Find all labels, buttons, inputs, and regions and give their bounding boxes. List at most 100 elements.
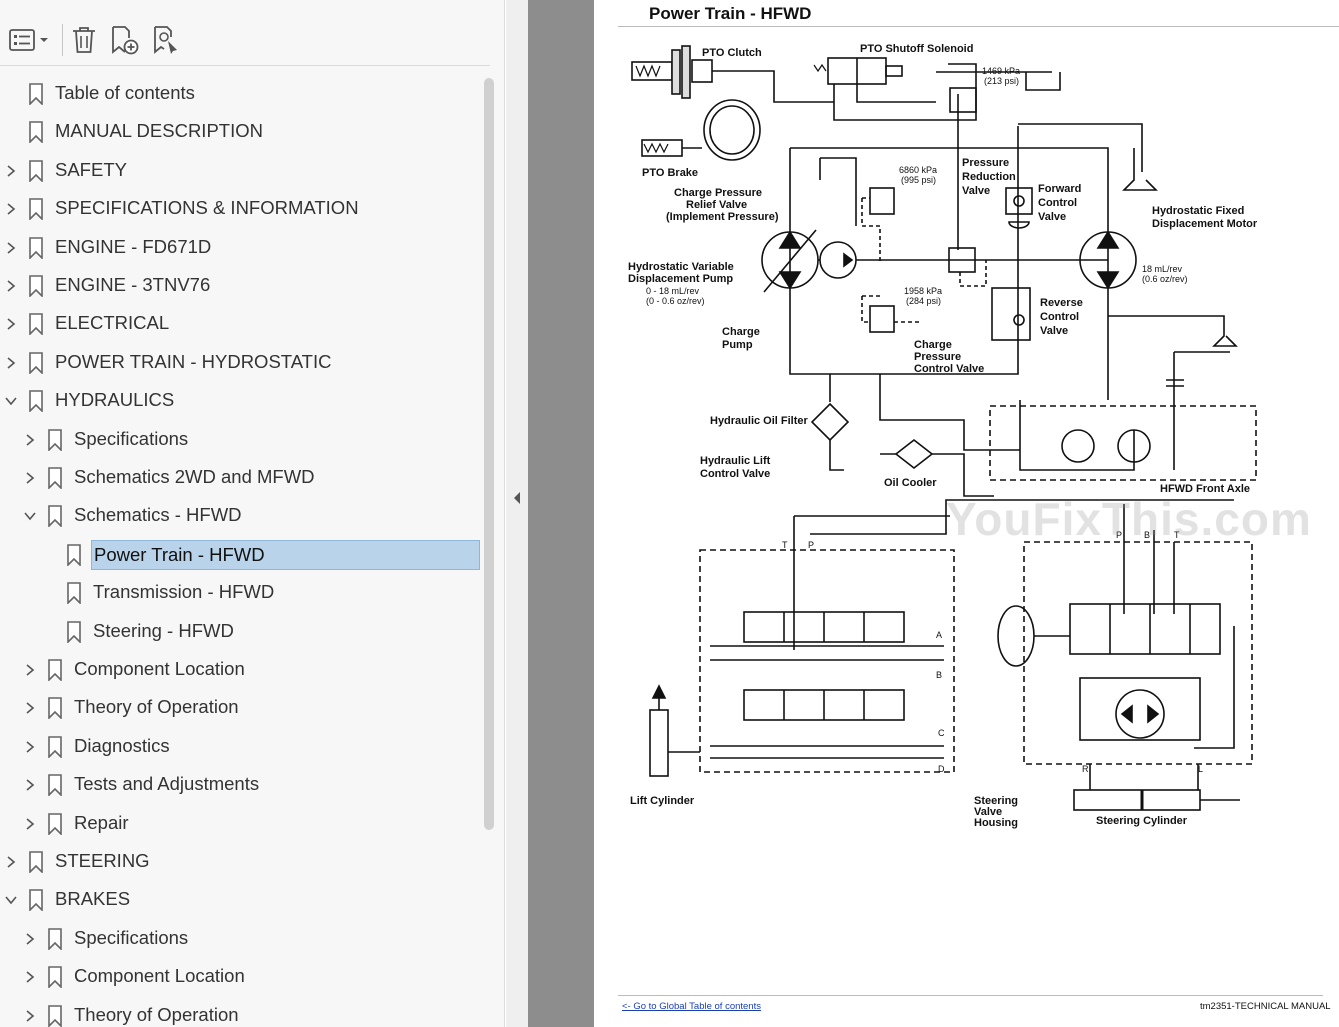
bookmark-item[interactable]: Component Location [0, 651, 482, 689]
chevron-right-icon[interactable] [4, 855, 18, 869]
bookmark-item[interactable]: Power Train - HFWD [0, 536, 482, 574]
bookmark-icon [47, 467, 63, 490]
bookmark-item[interactable]: STEERING [0, 843, 482, 881]
bookmark-icon [28, 851, 44, 874]
chevron-right-icon[interactable] [4, 317, 18, 331]
chevron-right-icon[interactable] [23, 740, 37, 754]
bookmark-item[interactable]: Transmission - HFWD [0, 574, 482, 612]
chevron-down-icon[interactable] [23, 509, 37, 523]
bookmark-label: Specifications [74, 926, 189, 948]
bookmark-item[interactable]: Specifications [0, 421, 482, 459]
bookmark-icon [28, 236, 44, 260]
chevron-down-icon[interactable] [4, 394, 18, 408]
chevron-right-icon[interactable] [23, 433, 37, 447]
chevron-right-icon[interactable] [4, 164, 18, 178]
chevron-right-icon[interactable] [23, 932, 37, 946]
label-cpcv-3: Control Valve [914, 363, 984, 375]
label-1958psi: (284 psi) [906, 296, 941, 306]
chevron-down-icon[interactable] [4, 893, 18, 907]
chevron-right-icon[interactable] [23, 471, 37, 485]
list-options-icon [9, 29, 48, 51]
bookmark-icon [28, 390, 44, 414]
bookmark-item[interactable]: ENGINE - FD671D [0, 229, 482, 267]
bookmark-item[interactable]: Repair [0, 805, 482, 843]
delete-bookmark-button[interactable] [68, 22, 100, 58]
bookmark-item[interactable]: ENGINE - 3TNV76 [0, 267, 482, 305]
bookmark-icon [28, 159, 44, 183]
bookmark-label: STEERING [55, 850, 150, 871]
steering-cylinder-symbol [1073, 789, 1201, 811]
chevron-right-icon[interactable] [4, 241, 18, 255]
find-bookmark-button[interactable] [148, 22, 184, 58]
bookmark-label: Component Location [74, 658, 245, 679]
bookmark-item[interactable]: Theory of Operation [0, 689, 482, 727]
bookmark-item[interactable]: BRAKES [0, 881, 482, 919]
bookmark-item[interactable]: SAFETY [0, 152, 482, 190]
hydraulic-schematic: PTO Clutch PTO Shutoff Solenoid 1469 kPa… [628, 43, 1258, 829]
add-bookmark-button[interactable] [106, 22, 142, 58]
chevron-right-icon[interactable] [23, 701, 37, 715]
label-reverse-2: Control [1040, 311, 1079, 323]
bookmark-item[interactable]: Schematics - HFWD [0, 497, 482, 535]
bookmark-item[interactable]: Tests and Adjustments [0, 766, 482, 804]
bookmark-item[interactable]: POWER TRAIN - HYDROSTATIC [0, 344, 482, 382]
chevron-right-icon[interactable] [23, 817, 37, 831]
pto-brake-symbol [641, 99, 761, 161]
chevron-right-icon[interactable] [23, 663, 37, 677]
sidebar-scrollbar[interactable] [484, 78, 494, 830]
bookmark-item[interactable]: ELECTRICAL [0, 305, 482, 343]
bookmark-item[interactable]: Component Location [0, 958, 482, 996]
charge-pressure-control-valve [869, 305, 895, 333]
label-1958kpa: 1958 kPa [904, 286, 942, 296]
chevron-right-icon[interactable] [23, 970, 37, 984]
bookmark-item[interactable]: Schematics 2WD and MFWD [0, 459, 482, 497]
label-lift-2: Control Valve [700, 468, 770, 480]
bookmark-item[interactable]: Theory of Operation [0, 997, 482, 1027]
trash-icon [73, 27, 95, 53]
global-toc-link[interactable]: <- Go to Global Table of contents [622, 1001, 761, 1012]
bookmark-icon [47, 659, 63, 682]
label-sv-p: P [1116, 530, 1122, 540]
label-charge-relief-2: Relief Valve [686, 199, 747, 211]
bookmark-item[interactable]: MANUAL DESCRIPTION [0, 113, 482, 151]
collapse-sidebar-button[interactable] [510, 488, 524, 508]
label-lift-cyl: Lift Cylinder [630, 795, 695, 807]
bookmark-item[interactable]: SPECIFICATIONS & INFORMATION [0, 190, 482, 228]
oil-cooler-symbol [894, 438, 934, 470]
bookmark-item[interactable]: Steering - HFWD [0, 613, 482, 651]
sidebar-top-edge [0, 0, 490, 12]
label-press-red-2: Reduction [962, 171, 1016, 183]
chevron-right-icon[interactable] [23, 1009, 37, 1023]
bookmark-icon [28, 351, 44, 375]
title-divider [618, 26, 1339, 27]
options-menu-button[interactable] [6, 22, 52, 58]
bookmark-icon [47, 505, 63, 529]
bookmark-item[interactable]: Specifications [0, 920, 482, 958]
chevron-right-icon[interactable] [4, 279, 18, 293]
bookmark-label: Transmission - HFWD [93, 581, 275, 603]
label-motor-1: Hydrostatic Fixed [1152, 205, 1244, 217]
chevron-right-icon[interactable] [23, 778, 37, 792]
bookmark-label: Schematics 2WD and MFWD [74, 466, 315, 487]
bookmark-item[interactable]: HYDRAULICS [0, 382, 482, 420]
bookmark-icon [47, 774, 63, 798]
label-lift-1: Hydraulic Lift [700, 455, 771, 467]
front-axle-box [989, 405, 1257, 481]
bookmark-item[interactable]: Diagnostics [0, 728, 482, 766]
bookmark-label: ENGINE - 3TNV76 [55, 274, 211, 295]
chevron-right-icon[interactable] [4, 356, 18, 370]
sidebar-splitter[interactable] [506, 0, 528, 1027]
label-1469psi: (213 psi) [984, 76, 1019, 86]
bookmark-label: POWER TRAIN - HYDROSTATIC [55, 350, 332, 372]
page-title: Power Train - HFWD [649, 4, 812, 23]
document-page: Power Train - HFWD PTO Clutch PTO Shutof… [594, 0, 1339, 1027]
label-steer-cyl: Steering Cylinder [1096, 815, 1188, 827]
chevron-right-icon[interactable] [4, 202, 18, 216]
forward-control-valve [1005, 187, 1033, 215]
bookmark-label: ELECTRICAL [55, 312, 170, 334]
bookmark-icon [28, 275, 44, 298]
label-charge-pump-2: Pump [722, 339, 753, 351]
bookmark-item[interactable]: Table of contents [0, 75, 482, 113]
